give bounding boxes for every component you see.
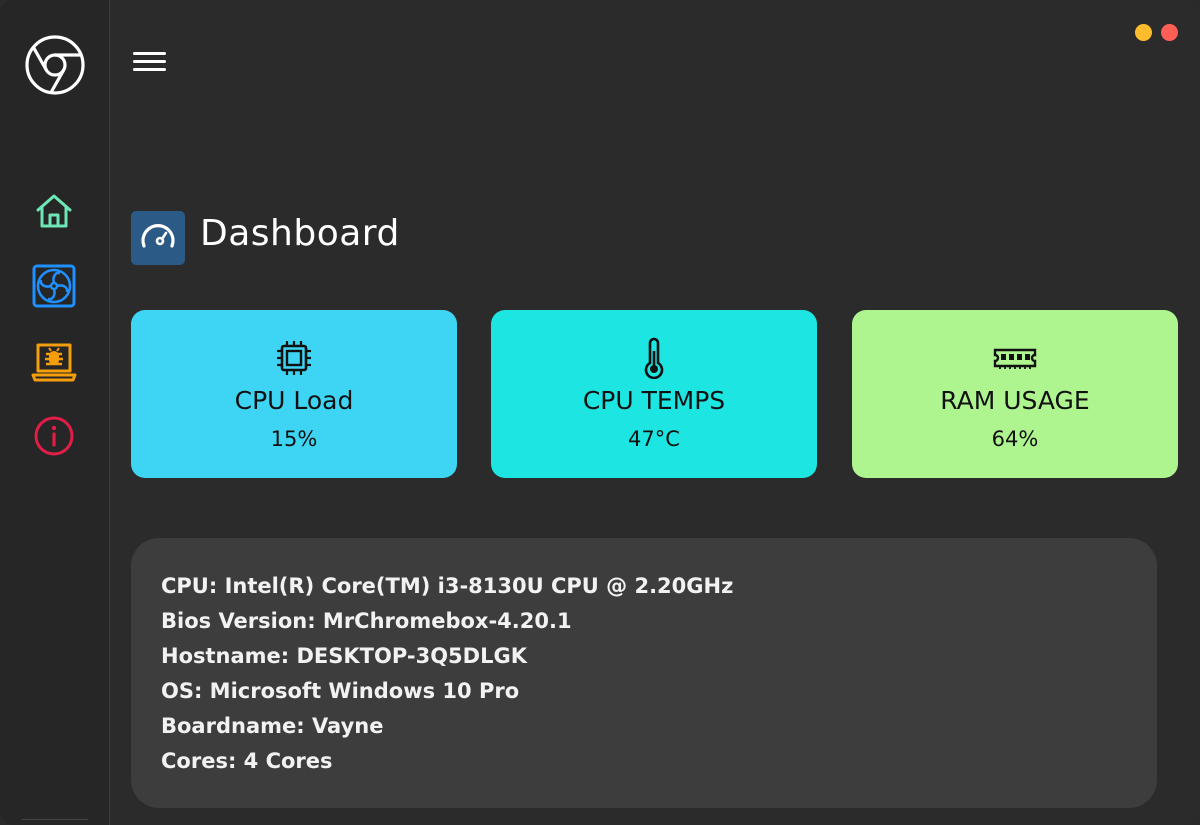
minimize-button[interactable] (1135, 24, 1152, 41)
info-os: OS: Microsoft Windows 10 Pro (161, 679, 520, 703)
sidebar-item-info[interactable] (31, 415, 77, 461)
system-info-panel: CPU: Intel(R) Core(TM) i3-8130U CPU @ 2.… (131, 538, 1157, 808)
card-label: CPU Load (234, 386, 354, 415)
cpu-temps-card: CPU TEMPS 47°C (491, 310, 817, 478)
window-controls (1135, 24, 1178, 41)
hamburger-icon[interactable] (133, 52, 167, 76)
info-icon (33, 415, 75, 461)
sidebar (0, 0, 110, 825)
fan-icon (32, 264, 76, 312)
sidebar-divider (22, 819, 88, 820)
card-label: CPU TEMPS (582, 386, 726, 415)
info-bios: Bios Version: MrChromebox-4.20.1 (161, 609, 572, 633)
info-cpu: CPU: Intel(R) Core(TM) i3-8130U CPU @ 2.… (161, 574, 734, 598)
info-hostname: Hostname: DESKTOP-3Q5DLGK (161, 644, 527, 668)
card-value: 15% (270, 427, 318, 451)
page-title: Dashboard (200, 213, 400, 254)
speedometer-icon (131, 211, 185, 265)
bug-icon (31, 339, 77, 387)
sidebar-item-fan[interactable] (31, 264, 77, 312)
system-info-list: CPU: Intel(R) Core(TM) i3-8130U CPU @ 2.… (161, 569, 733, 779)
card-label: RAM USAGE (940, 386, 1090, 415)
cpu-icon (131, 338, 457, 378)
ram-icon (852, 338, 1178, 378)
ram-usage-card: RAM USAGE 64% (852, 310, 1178, 478)
sidebar-item-home[interactable] (31, 190, 77, 236)
sidebar-item-bug[interactable] (31, 340, 77, 386)
card-value: 47°C (628, 427, 680, 451)
home-icon (34, 193, 74, 233)
chrome-icon[interactable] (24, 34, 86, 96)
cpu-load-card: CPU Load 15% (131, 310, 457, 478)
info-cores: Cores: 4 Cores (161, 749, 333, 773)
thermometer-icon (491, 337, 817, 379)
close-button[interactable] (1161, 24, 1178, 41)
card-value: 64% (991, 427, 1039, 451)
info-boardname: Boardname: Vayne (161, 714, 384, 738)
